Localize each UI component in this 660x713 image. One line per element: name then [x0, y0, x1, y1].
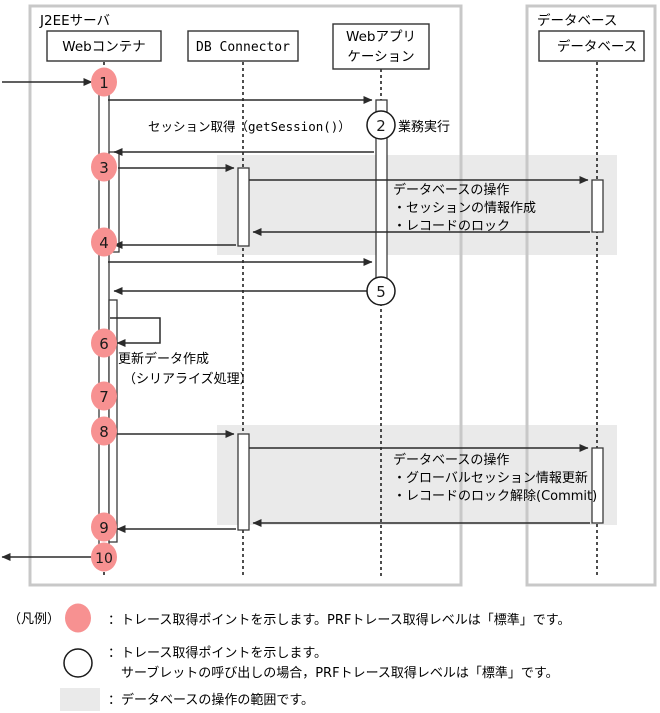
trace-point-label: 7	[99, 388, 109, 406]
trace-point-8[interactable]: 8	[91, 416, 117, 446]
db-scope-region-1	[217, 155, 617, 255]
trace-point-label: 5	[376, 283, 386, 301]
trace-point-10[interactable]: 10	[91, 542, 117, 572]
annotation-dbop2-line3: ・レコードのロック解除(Commit)	[393, 489, 597, 504]
annotation-dbop1-line1: データベースの操作	[393, 182, 509, 198]
annotation-dbop1-line2: ・セッションの情報作成	[393, 201, 536, 216]
annotation-dbop1-line3: ・レコードのロック	[393, 219, 510, 234]
lifeline-label-dbconnector: DB Connector	[196, 40, 290, 55]
legend-item-shade-text: ：データベースの操作の範囲です。	[108, 692, 314, 708]
annotation-serialize-line2: （シリアライズ処理）	[123, 371, 253, 387]
frame-j2ee-server	[28, 4, 463, 587]
trace-point-9[interactable]: 9	[91, 512, 117, 542]
trace-marker-filled-icon	[91, 227, 117, 257]
annotation-session-get: セッション取得（getSession()）	[148, 119, 351, 134]
lifeline-label-webapp-line2: ケーション	[347, 49, 414, 65]
trace-point-label: 6	[99, 335, 109, 353]
trace-point-2[interactable]: 2	[366, 110, 396, 140]
box-webapp	[332, 23, 430, 70]
message-group	[1, 78, 590, 561]
frame-group	[28, 4, 657, 587]
legend-item-open-text-line2: サーブレットの呼び出しの場合，PRFトレース取得レベルは「標準」です。	[108, 665, 559, 681]
activation-database-1	[591, 179, 604, 233]
trace-point-label: 10	[95, 551, 113, 567]
activation-dbconnector-1	[237, 167, 250, 247]
trace-point-1[interactable]: 1	[91, 67, 117, 97]
frame-database	[525, 4, 657, 587]
trace-point-4[interactable]: 4	[91, 227, 117, 257]
trace-point-6[interactable]: 6	[91, 328, 117, 358]
db-scope-region-2	[217, 425, 617, 525]
annotation-dbop2-line2: ・グローバルセッション情報更新	[393, 470, 588, 486]
box-webcontainer	[46, 30, 162, 62]
trace-point-label: 4	[99, 234, 109, 252]
trace-point-label: 8	[99, 423, 109, 441]
legend-title: （凡例）	[8, 612, 60, 627]
legend-open-marker-icon	[63, 648, 93, 678]
trace-point-label: 3	[99, 159, 109, 177]
lifeline-label-webapp-line1: Webアプリ	[346, 29, 416, 45]
shaded-scope-group	[217, 155, 617, 525]
annotation-dbop2-line1: データベースの操作	[393, 452, 509, 468]
legend-item-filled-text: ：トレース取得ポイントを示します。PRFトレース取得レベルは「標準」です。	[108, 612, 570, 628]
activation-dbconnector-2	[237, 433, 250, 531]
trace-point-label: 9	[99, 519, 109, 537]
trace-marker-filled-icon	[91, 381, 117, 411]
trace-point-group: 1 2 3 4 5 6 7	[91, 67, 396, 572]
trace-point-label: 2	[376, 117, 386, 135]
trace-marker-filled-icon	[91, 542, 117, 572]
trace-marker-open-icon	[366, 110, 396, 140]
lifeline-box-group	[46, 23, 645, 70]
trace-point-3[interactable]: 3	[91, 152, 117, 182]
annotation-serialize-line1: 更新データ作成	[118, 351, 209, 367]
trace-marker-filled-icon	[91, 512, 117, 542]
trace-point-label: 1	[99, 74, 109, 92]
msg-self-serialize	[110, 317, 161, 347]
trace-point-5[interactable]: 5	[366, 276, 396, 306]
trace-marker-filled-icon	[91, 152, 117, 182]
trace-marker-filled-icon	[91, 67, 117, 97]
annotation-business-exec: 業務実行	[398, 119, 450, 135]
legend-filled-marker-icon	[65, 603, 91, 633]
lifeline-label-webcontainer: Webコンテナ	[62, 39, 145, 55]
box-dbconnector	[187, 30, 299, 62]
trace-marker-filled-icon	[91, 328, 117, 358]
frame-label-j2ee: J2EEサーバ	[39, 13, 110, 29]
frame-label-database: データベース	[537, 12, 617, 29]
trace-point-7[interactable]: 7	[91, 381, 117, 411]
activation-database-2	[591, 447, 604, 524]
trace-marker-filled-icon	[91, 416, 117, 446]
legend-gray-box-icon	[60, 688, 100, 711]
lifeline-label-database: データベース	[557, 38, 637, 55]
trace-marker-open-icon	[366, 276, 396, 306]
legend-group: （凡例） ：トレース取得ポイントを示します。PRFトレース取得レベルは「標準」で…	[8, 603, 570, 711]
legend-item-open-text-line1: ：トレース取得ポイントを示します。	[108, 645, 327, 661]
box-database	[538, 30, 645, 62]
